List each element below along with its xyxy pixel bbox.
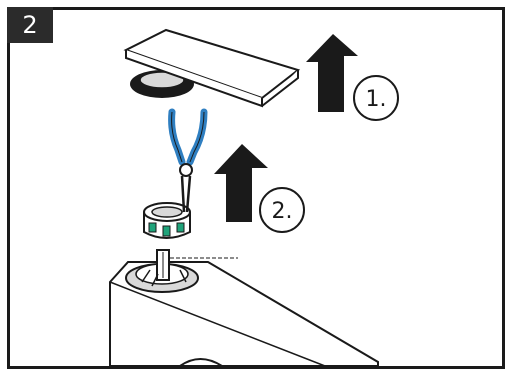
valve-stem-icon [125,249,238,293]
callout-1-label: 1. [366,87,387,112]
retaining-collar-icon [143,202,191,239]
step-number-badge: 2 [7,7,53,43]
callout-2-label: 2. [272,199,293,224]
callout-2: 2. [259,187,305,233]
lift-arrow-2-icon [214,144,268,222]
needle-nose-pliers-icon [168,108,208,213]
lift-arrow-1-icon [306,34,358,112]
handle-lever-icon [123,28,301,108]
callout-1: 1. [353,75,399,121]
